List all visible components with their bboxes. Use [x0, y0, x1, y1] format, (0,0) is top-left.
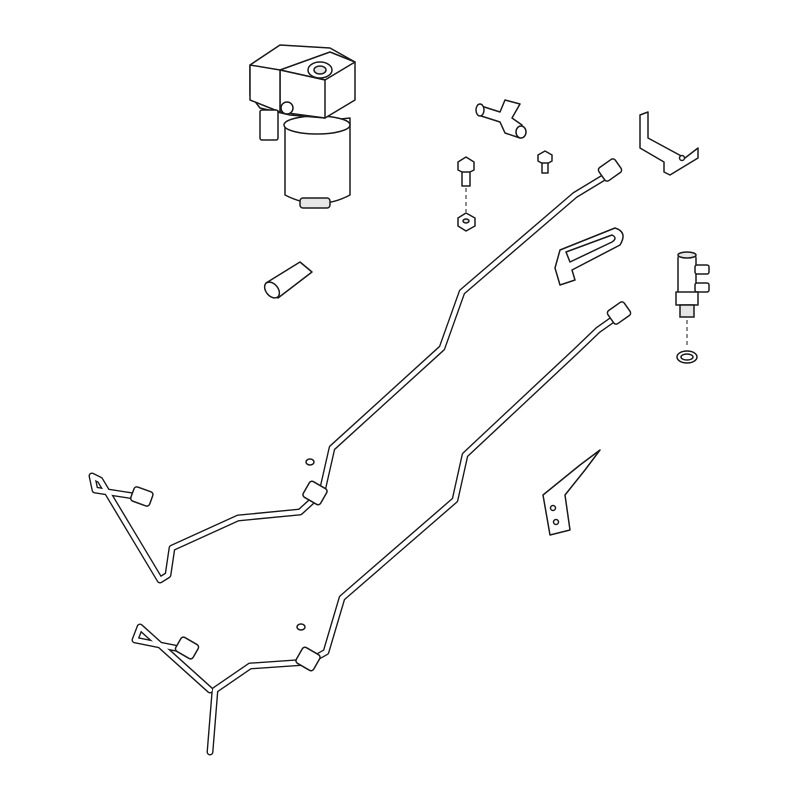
bolt-icon	[457, 150, 553, 212]
sleeve-icon	[263, 261, 313, 299]
washer-icon	[457, 212, 476, 232]
valve-fitting-icon	[675, 251, 710, 345]
steering-unit-icon	[249, 44, 356, 209]
tee-fitting-icon	[475, 99, 527, 139]
lower-hydraulic-tube	[131, 301, 632, 756]
upper-hydraulic-tube	[88, 158, 623, 584]
bracket-icon	[639, 111, 699, 176]
clamp-icon	[554, 227, 624, 286]
mount-plate-icon	[542, 449, 601, 536]
o-ring-icon	[296, 350, 698, 631]
